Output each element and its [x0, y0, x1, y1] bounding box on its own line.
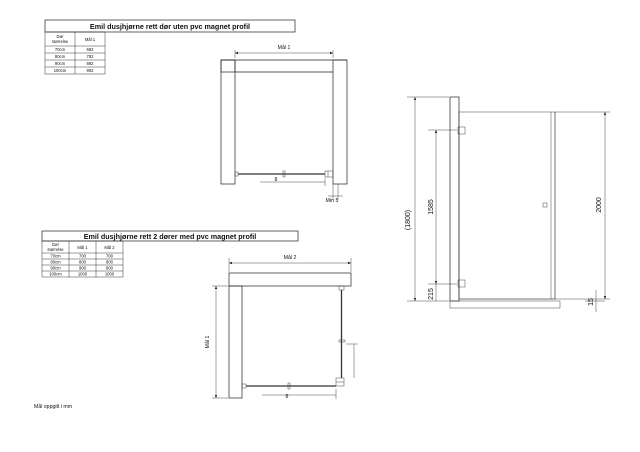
drawing-two-plan: Mål 2 Mål 1 8 [204, 254, 358, 400]
table-cell: 90cm [55, 61, 66, 66]
table-header-maal-1: Mål 1 [85, 37, 96, 42]
top-wall [228, 272, 352, 287]
bottom-door-left-profile [241, 383, 247, 389]
drawing-two-title: Emil dusjhjørne rett 2 dører med pvc mag… [84, 232, 257, 241]
table-cell: 992 [87, 68, 95, 73]
table-cell: 100cm [54, 68, 67, 73]
table-cell: 90cm [50, 266, 61, 271]
footer-note: Mål oppgitt i mm [34, 403, 72, 410]
table-cell: 792 [87, 54, 95, 59]
table-cell: 700 [106, 254, 114, 259]
dim-gap-label: 8 [286, 394, 289, 400]
hinge-bottom [457, 279, 466, 288]
right-door-handle [338, 339, 346, 343]
table-cell: 80cm [50, 260, 61, 265]
table-cell: 700 [79, 254, 87, 259]
hinge-top [457, 126, 466, 135]
table-cell: 900 [79, 266, 87, 271]
top-wall-left [220, 59, 236, 73]
table-cell: 100cm [49, 272, 62, 277]
table-cell: 900 [106, 266, 114, 271]
table-header-maal-2: Mål 2 [104, 245, 115, 250]
table-header-door-size: Dør [57, 34, 65, 39]
table-header-maal-1: Mål 1 [77, 245, 88, 250]
elevation-view: (1800) 1585 215 2000 15 [405, 96, 610, 312]
dim-maal-1-label: Mål 1 [278, 44, 291, 51]
table-cell: 800 [79, 260, 87, 265]
drawing-one-title-box [44, 19, 296, 33]
door-handle [282, 170, 286, 178]
table-cell: 800 [106, 260, 114, 265]
table-header-door-size-2: størrelse [52, 39, 69, 44]
drawing-one-header: Emil dusjhjørne rett dør uten pvc magnet… [44, 19, 296, 33]
dim-maal-1-label: Mål 1 [204, 336, 211, 349]
dim-height-label: 2000 [596, 197, 603, 213]
dim-maal-2-label: Mål 2 [284, 254, 297, 261]
table-cell: 80cm [55, 54, 66, 59]
door-profile-right [324, 170, 334, 178]
table-cell: 1000 [105, 272, 115, 277]
right-wall [332, 59, 348, 185]
drawing-one-title: Emil dusjhjørne rett dør uten pvc magnet… [90, 22, 250, 31]
drawing-one-plan: Mål 1 8 Min 5 [220, 44, 348, 204]
dim-gap-label: 8 [275, 177, 278, 183]
door-handle [542, 202, 548, 208]
drawing-one-table: Dør størrelse Mål 1 70cm 692 80cm 792 90… [44, 31, 106, 75]
bottom-door-handle [287, 382, 291, 390]
table-cell: 1000 [78, 272, 88, 277]
dim-bottom-label: 215 [428, 288, 435, 300]
dim-floor-label: 15 [588, 298, 595, 306]
table-cell: 70cm [55, 47, 66, 52]
right-door-top-profile [338, 285, 345, 291]
wall-profile [449, 96, 460, 302]
drawing-two-header: Emil dusjhjørne rett 2 dører med pvc mag… [41, 230, 299, 242]
drawing-two-title-box [41, 230, 299, 242]
door-profile-left [234, 171, 239, 177]
floor-base [449, 300, 561, 309]
table-cell: 692 [87, 47, 95, 52]
dim-hinge-span-label: 1585 [428, 199, 435, 215]
table-cell: 70cm [50, 254, 61, 259]
door-panel [458, 111, 556, 300]
table-header-door-size-2: størrelse [47, 247, 64, 252]
left-wall [228, 285, 243, 399]
table-cell: 892 [87, 61, 95, 66]
dim-min-label: Min 5 [326, 198, 339, 204]
dim-total-label: (1800) [405, 210, 412, 230]
table-header-door-size: Dør [52, 242, 60, 247]
drawing-two-table: Dør størrelse Mål 1 Mål 2 70cm 700 700 8… [41, 240, 124, 278]
left-wall [220, 59, 236, 185]
